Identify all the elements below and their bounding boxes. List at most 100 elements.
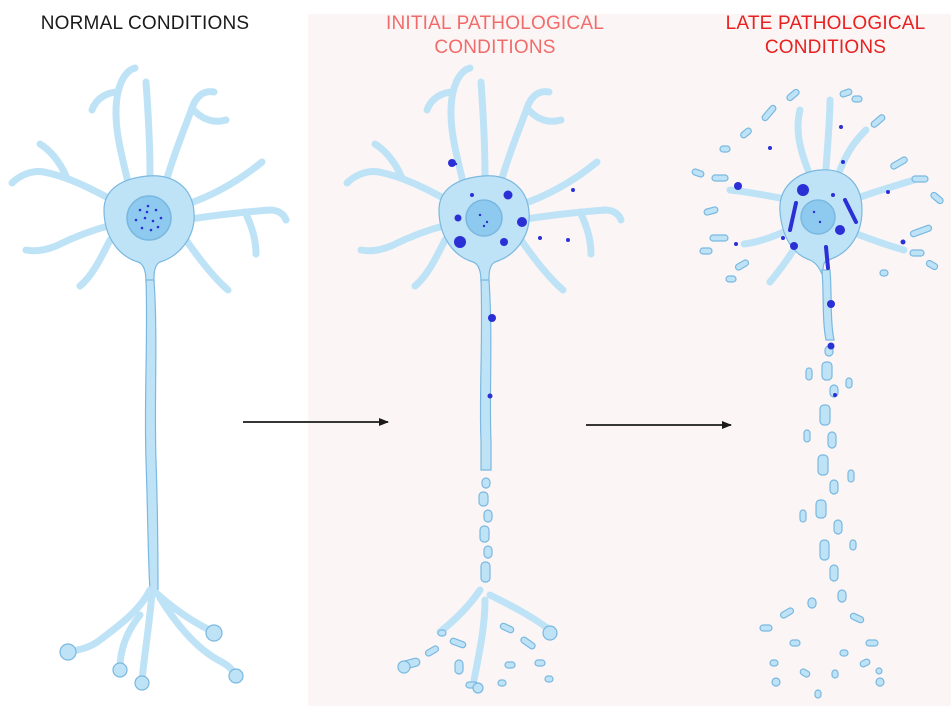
neurite-fragment (859, 658, 871, 668)
neurite (520, 210, 621, 220)
neurite-fragment (739, 127, 752, 139)
neurite-fragment (703, 206, 718, 215)
neurite-fragment (804, 430, 810, 442)
neurite-fragment (910, 224, 933, 237)
synaptic-terminal (543, 626, 557, 640)
neurite (192, 108, 226, 121)
neurite-fragment (912, 176, 928, 182)
neurite (490, 595, 550, 630)
neurite (440, 590, 480, 632)
neurite-fragment (818, 455, 828, 475)
neurite (26, 225, 112, 251)
synaptic-terminal (206, 625, 222, 641)
neurite-fragment (800, 510, 806, 522)
neurite (474, 600, 485, 680)
nucleus (127, 196, 171, 240)
neurite-fragment (830, 565, 838, 581)
neurite (80, 240, 110, 286)
neurite-fragment (820, 540, 829, 560)
nucleus (801, 200, 835, 234)
synaptic-terminal (473, 683, 483, 693)
neurite (160, 598, 236, 676)
neurite-fragment (852, 96, 862, 102)
neuron-initial-pathology (347, 68, 621, 693)
neurite-fragment (815, 690, 821, 698)
neurite-fragment (760, 625, 772, 631)
neurite-fragment (499, 622, 514, 633)
neurite (481, 82, 485, 175)
synaptic-terminal (229, 669, 243, 683)
neurite-fragment (498, 680, 506, 686)
neurite-fragment (822, 362, 832, 380)
synaptic-terminal (398, 661, 410, 673)
neurite (116, 68, 135, 190)
neurite-fragment (890, 156, 909, 170)
neurite-fragment (480, 526, 489, 542)
neurite (347, 172, 447, 200)
neurite-fragment (870, 114, 886, 129)
neurite-fragment (816, 500, 826, 518)
neurite-fragment (734, 259, 749, 271)
neurite (12, 172, 112, 200)
neurite-fragment (799, 668, 811, 678)
neurite (520, 162, 597, 205)
neurite (361, 225, 447, 251)
neurite-fragment (438, 630, 446, 636)
neurite-fragment (930, 191, 945, 205)
neurite-fragment (925, 259, 938, 270)
neurite (185, 210, 286, 220)
neurite-fragment (838, 590, 846, 602)
neurite-fragment (808, 598, 816, 608)
neurite-fragment (840, 650, 848, 656)
neurite-fragment (720, 146, 730, 152)
neurite-fragment (820, 405, 830, 425)
axon-fragments (760, 346, 884, 698)
neurite-fragment (834, 520, 842, 534)
synaptic-terminal (113, 663, 127, 677)
neurite (580, 212, 591, 254)
neurite (798, 110, 808, 170)
neurite (146, 82, 150, 175)
neurite-fragment (846, 378, 852, 388)
neurite (451, 68, 470, 190)
nucleus (466, 200, 502, 236)
neurite-fragment (479, 492, 488, 506)
neurite-fragment (449, 637, 466, 648)
neurite-fragment (910, 250, 924, 256)
neurite-fragment (424, 645, 439, 657)
neurite-fragment (505, 662, 515, 668)
neurite-fragment (455, 660, 463, 674)
neurite-fragment (790, 640, 800, 646)
neurite-fragment (484, 510, 492, 522)
neurite-fragment (779, 607, 794, 619)
neurite-fragment (484, 546, 492, 558)
neurite-fragment (710, 235, 728, 241)
neurite-fragment (535, 660, 545, 666)
axon (145, 280, 158, 590)
neurite (527, 108, 561, 121)
neurite-fragment (830, 480, 838, 494)
neurite (826, 100, 830, 168)
neurite (852, 180, 914, 200)
neurite (521, 240, 563, 290)
neurite (185, 162, 262, 205)
neurite-fragment (849, 612, 864, 623)
neurite-fragment (880, 270, 888, 276)
neurite-fragment (482, 478, 490, 488)
neurite-fragment (770, 660, 778, 666)
neurite-fragment (726, 276, 736, 282)
neurite-fragment (832, 670, 838, 678)
neuron-late-pathology (691, 88, 944, 698)
synaptic-terminal (135, 676, 149, 690)
neurite-fragment (761, 104, 777, 122)
neurite (415, 240, 445, 286)
neurite-fragment (876, 668, 882, 674)
healthy-neuron (12, 68, 286, 690)
neurite-fragment (848, 470, 854, 482)
neurite-fragment (866, 640, 878, 646)
neurite-fragment (828, 432, 836, 448)
neurite-fragment (786, 88, 801, 102)
synaptic-terminal (60, 644, 76, 660)
synaptic-terminal (772, 678, 780, 686)
